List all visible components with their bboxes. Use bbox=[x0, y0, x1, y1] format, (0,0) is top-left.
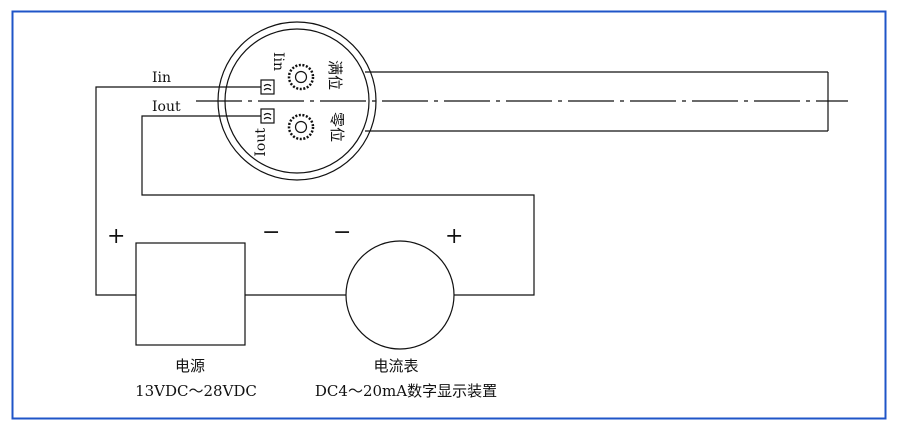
iin-terminal bbox=[260, 79, 275, 95]
iout-wire-label: Iout bbox=[152, 99, 181, 115]
iout-terminal bbox=[260, 108, 275, 124]
iin-terminal-label: Iin bbox=[270, 52, 286, 71]
zero-knob bbox=[287, 113, 315, 141]
current-meter-name: 电流表 bbox=[373, 357, 418, 375]
power-supply-box bbox=[135, 242, 246, 346]
span-adjust-label: 满位 bbox=[326, 60, 344, 90]
power-supply-name: 电源 bbox=[175, 357, 205, 375]
current-meter-description: DC4～20mA数字显示装置 bbox=[315, 382, 497, 400]
iin-wire-label: Iin bbox=[152, 70, 171, 86]
span-knob bbox=[287, 63, 315, 91]
minus-sign-supply: − bbox=[262, 220, 280, 245]
plus-sign-right: + bbox=[445, 224, 463, 249]
zero-knob-inner bbox=[294, 120, 308, 134]
current-meter-circle bbox=[345, 240, 455, 350]
power-supply-range: 13VDC～28VDC bbox=[135, 382, 257, 400]
iout-terminal-symbol bbox=[263, 112, 272, 120]
diagram-frame bbox=[11, 10, 887, 420]
wire-iout bbox=[141, 115, 535, 296]
plus-sign-left: + bbox=[107, 224, 125, 249]
iout-terminal-label: Iout bbox=[253, 128, 269, 157]
minus-sign-meter: − bbox=[333, 220, 351, 245]
wire-iin bbox=[95, 86, 261, 296]
iin-terminal-symbol bbox=[263, 83, 272, 91]
span-knob-inner bbox=[294, 70, 308, 84]
zero-adjust-label: 零位 bbox=[328, 112, 346, 142]
